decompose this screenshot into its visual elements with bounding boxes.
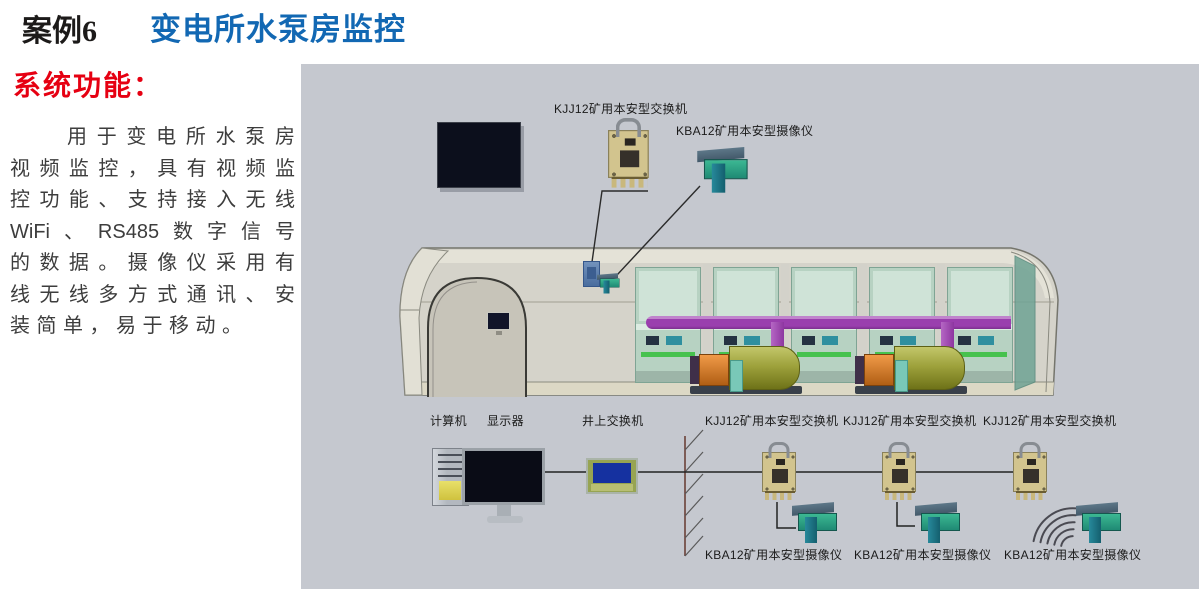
label-kjj12-1: KJJ12矿用本安型交换机 bbox=[705, 414, 839, 428]
ground-hatch-line bbox=[684, 429, 704, 557]
paragraph-line: 线无线多方式通讯、安 bbox=[10, 283, 295, 306]
paragraph-line: 的数据。摄像仪采用有 bbox=[10, 252, 295, 274]
paragraph-line: 装简单，易于移动。 bbox=[10, 315, 249, 337]
page-header: 案例6 变电所水泵房监控 bbox=[0, 0, 1199, 60]
wall-display-screen bbox=[437, 122, 521, 188]
label-kba12-2: KBA12矿用本安型摄像仪 bbox=[854, 548, 992, 562]
page-title: 变电所水泵房监控 bbox=[150, 12, 406, 47]
pump-bracket bbox=[730, 360, 743, 392]
kjj12-switch-1 bbox=[762, 452, 796, 500]
water-pipe-main bbox=[646, 316, 1011, 329]
sidebar: 系统功能： 用于变电所水泵房 视频监控，具有视频监 控功能、支持接入无线 WiF… bbox=[0, 60, 300, 598]
pump-base bbox=[690, 386, 802, 394]
label-surface-switch: 井上交换机 bbox=[582, 414, 644, 428]
label-kba12-1: KBA12矿用本安型摄像仪 bbox=[705, 548, 843, 562]
computer-monitor bbox=[462, 448, 545, 505]
label-kjj12-3: KJJ12矿用本安型交换机 bbox=[983, 414, 1117, 428]
sidebar-paragraph: 用于变电所水泵房 视频监控，具有视频监 控功能、支持接入无线 WiFi、RS48… bbox=[10, 122, 295, 343]
wifi-signal-arcs bbox=[1032, 507, 1078, 547]
label-display: 显示器 bbox=[487, 414, 524, 428]
pump-end-cap bbox=[690, 356, 699, 384]
paragraph-line: 用于变电所水泵房 bbox=[67, 126, 295, 148]
kjj12-switch-2 bbox=[882, 452, 916, 500]
label-kjj12-2: KJJ12矿用本安型交换机 bbox=[843, 414, 977, 428]
paragraph-line: 控功能、支持接入无线 bbox=[10, 189, 295, 211]
monitor-stand-base bbox=[487, 516, 523, 523]
paragraph-line: WiFi、RS485数字信号 bbox=[10, 220, 295, 243]
diagram-panel: KJJ12矿用本安型交换机 KBA12矿用本安型摄像仪 计算机 显示器 井上交换… bbox=[301, 64, 1199, 589]
arch-monitor bbox=[487, 312, 510, 335]
pump-base bbox=[855, 386, 967, 394]
label-kba12-3: KBA12矿用本安型摄像仪 bbox=[1004, 548, 1142, 562]
leader-lines bbox=[591, 185, 701, 276]
kba12-camera-1 bbox=[790, 504, 838, 546]
case-label: 案例6 bbox=[22, 15, 97, 48]
kba12-camera-2 bbox=[913, 504, 961, 546]
label-kba12-top: KBA12矿用本安型摄像仪 bbox=[676, 124, 814, 138]
kba12-camera-3 bbox=[1074, 504, 1122, 546]
pump-motor bbox=[864, 354, 894, 386]
network-wires bbox=[545, 471, 1013, 529]
pump-bracket bbox=[895, 360, 908, 392]
pump-end-cap bbox=[855, 356, 864, 384]
surface-switch-device bbox=[586, 458, 638, 494]
label-kjj12-top: KJJ12矿用本安型交换机 bbox=[554, 102, 688, 116]
sidebar-heading: 系统功能： bbox=[13, 71, 164, 102]
label-computer: 计算机 bbox=[430, 414, 467, 428]
monitor-stand-neck bbox=[497, 505, 511, 516]
kba12-camera-top bbox=[695, 149, 749, 196]
wall-mounted-camera bbox=[596, 274, 620, 295]
kjj12-switch-top bbox=[608, 130, 649, 188]
pump-motor bbox=[699, 354, 729, 386]
kjj12-switch-3 bbox=[1013, 452, 1047, 500]
paragraph-line: 视频监控，具有视频监 bbox=[10, 157, 295, 180]
